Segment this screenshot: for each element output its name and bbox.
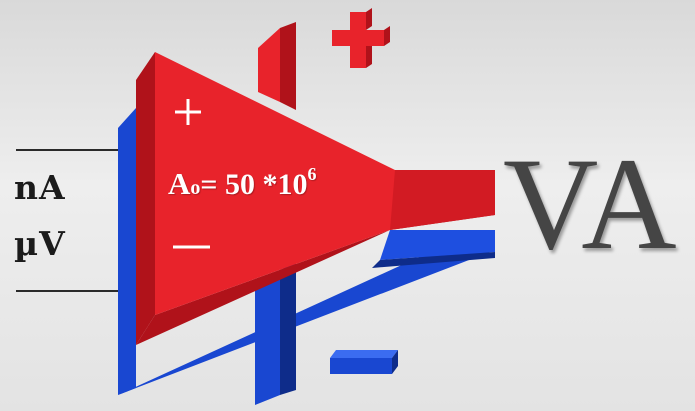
- opamp-output-red: [390, 170, 495, 230]
- opamp-output-blue: [380, 230, 495, 260]
- gain-exponent: 6: [307, 164, 317, 184]
- opamp-output-blue-shade: [372, 252, 495, 268]
- supply-minus-icon: [330, 350, 398, 374]
- supply-plus-icon: [332, 8, 390, 68]
- opamp-body-blue-back: [118, 108, 136, 395]
- pos-rail-side: [280, 22, 296, 110]
- neg-rail-side: [280, 262, 296, 395]
- gain-prefix-sub: o: [190, 177, 201, 199]
- opamp-body-blue-bottom: [118, 230, 495, 395]
- current-unit-label: nA: [14, 168, 66, 207]
- neg-rail-front: [255, 270, 280, 405]
- pos-rail-front: [258, 28, 280, 102]
- gain-formula: Ao= 50 *106: [168, 164, 317, 202]
- gain-prefix: A: [168, 166, 191, 201]
- voltage-unit-label: µV: [14, 224, 66, 263]
- opamp-body-red-side: [136, 52, 155, 345]
- opamp-body-red-face: [155, 52, 495, 315]
- gain-value: = 50 *10: [200, 168, 308, 201]
- input-plus-icon: [175, 99, 201, 125]
- brand-text: VA: [503, 130, 677, 277]
